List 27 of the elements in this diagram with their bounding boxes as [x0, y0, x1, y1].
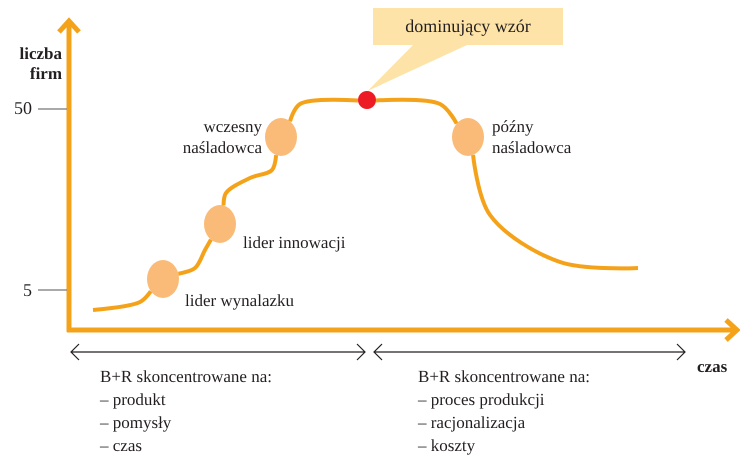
- note-text: B+R skoncentrowane na:: [100, 366, 272, 387]
- curve-segment: [178, 238, 213, 276]
- axis-label: liczba firm: [18, 44, 62, 84]
- node-label: lider wynalazku: [185, 290, 296, 311]
- node-label: późny naśladowca: [492, 116, 572, 158]
- node-label: wczesny naśladowca: [182, 116, 262, 158]
- note-text: – racjonalizacja: [418, 412, 526, 433]
- callout-pointer: [368, 45, 467, 92]
- ellipse-marker: [265, 118, 297, 156]
- axis-label: 5: [22, 280, 32, 301]
- note-text: B+R skoncentrowane na:: [418, 366, 590, 387]
- axis-label: 50: [13, 98, 32, 119]
- node-label: lider innowacji: [243, 232, 346, 253]
- note-text: – produkt: [100, 389, 166, 410]
- ellipse-marker: [147, 260, 179, 298]
- note-text: – proces produkcji: [418, 389, 545, 410]
- callout-box: dominujący wzór: [373, 8, 563, 45]
- note-text: – pomysły: [100, 412, 172, 433]
- ellipse-marker: [452, 118, 484, 156]
- dot-marker: [358, 91, 376, 109]
- axis-label: czas: [697, 356, 728, 377]
- note-text: – czas: [100, 435, 142, 456]
- curve-segment: [471, 154, 638, 270]
- curve-segment: [92, 290, 152, 312]
- curve-segment: [376, 98, 458, 125]
- ellipse-marker: [204, 205, 236, 243]
- note-text: – koszty: [418, 435, 476, 456]
